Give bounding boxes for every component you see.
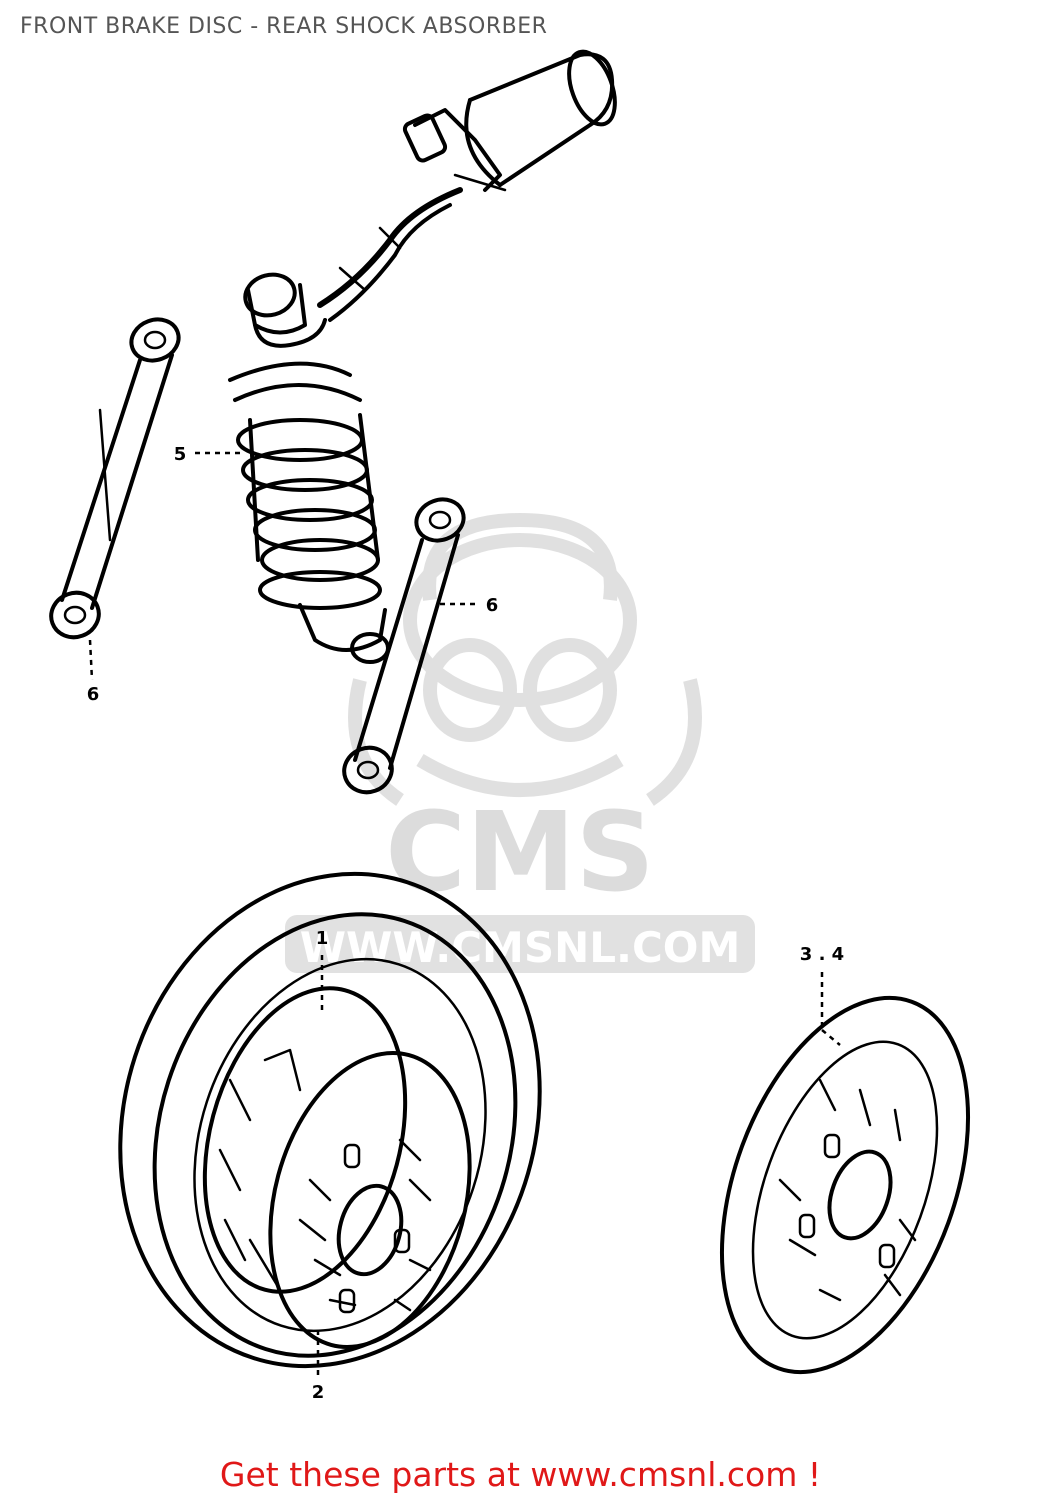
shock-top-mount	[243, 272, 327, 348]
diagram-title: FRONT BRAKE DISC - REAR SHOCK ABSORBER	[20, 14, 548, 39]
watermark-mascot-icon	[348, 513, 702, 806]
callout-front-disc-bottom: 2	[312, 1330, 325, 1403]
callout-shock-rod-left: 6	[87, 639, 100, 705]
callout-front-disc-assembly: 1	[316, 928, 329, 1015]
callout-label: 6	[486, 595, 499, 616]
callout-label: 5	[174, 444, 187, 465]
watermark-brand: CMS	[385, 788, 654, 916]
watermark-url-plate	[285, 915, 755, 973]
spare-brake-disc	[719, 995, 971, 1375]
shock-hose	[317, 187, 463, 322]
callout-spare-disc: 3 . 4	[800, 944, 844, 1046]
cms-watermark: CMS WWW.CMSNL.COM	[285, 513, 755, 973]
shock-spring	[228, 361, 382, 610]
watermark-url: WWW.CMSNL.COM	[300, 923, 741, 972]
callout-label: 2	[312, 1382, 325, 1403]
rear-shock-absorber	[228, 49, 617, 664]
shock-connecting-rod-right	[342, 497, 466, 795]
front-wheel-with-disc	[118, 871, 542, 1369]
callout-shock-rod-right: 6	[440, 595, 498, 616]
callout-label: 6	[87, 684, 100, 705]
callout-shock-absorber: 5	[174, 444, 245, 465]
shock-lower-eye	[298, 603, 390, 664]
front-brake-disc	[202, 986, 472, 1349]
callout-label: 3 . 4	[800, 944, 844, 965]
shock-reservoir	[402, 49, 617, 192]
callout-label: 1	[316, 928, 329, 949]
cta-link[interactable]: Get these parts at www.cmsnl.com !	[219, 1455, 822, 1494]
shock-connecting-rod-left	[49, 317, 181, 640]
